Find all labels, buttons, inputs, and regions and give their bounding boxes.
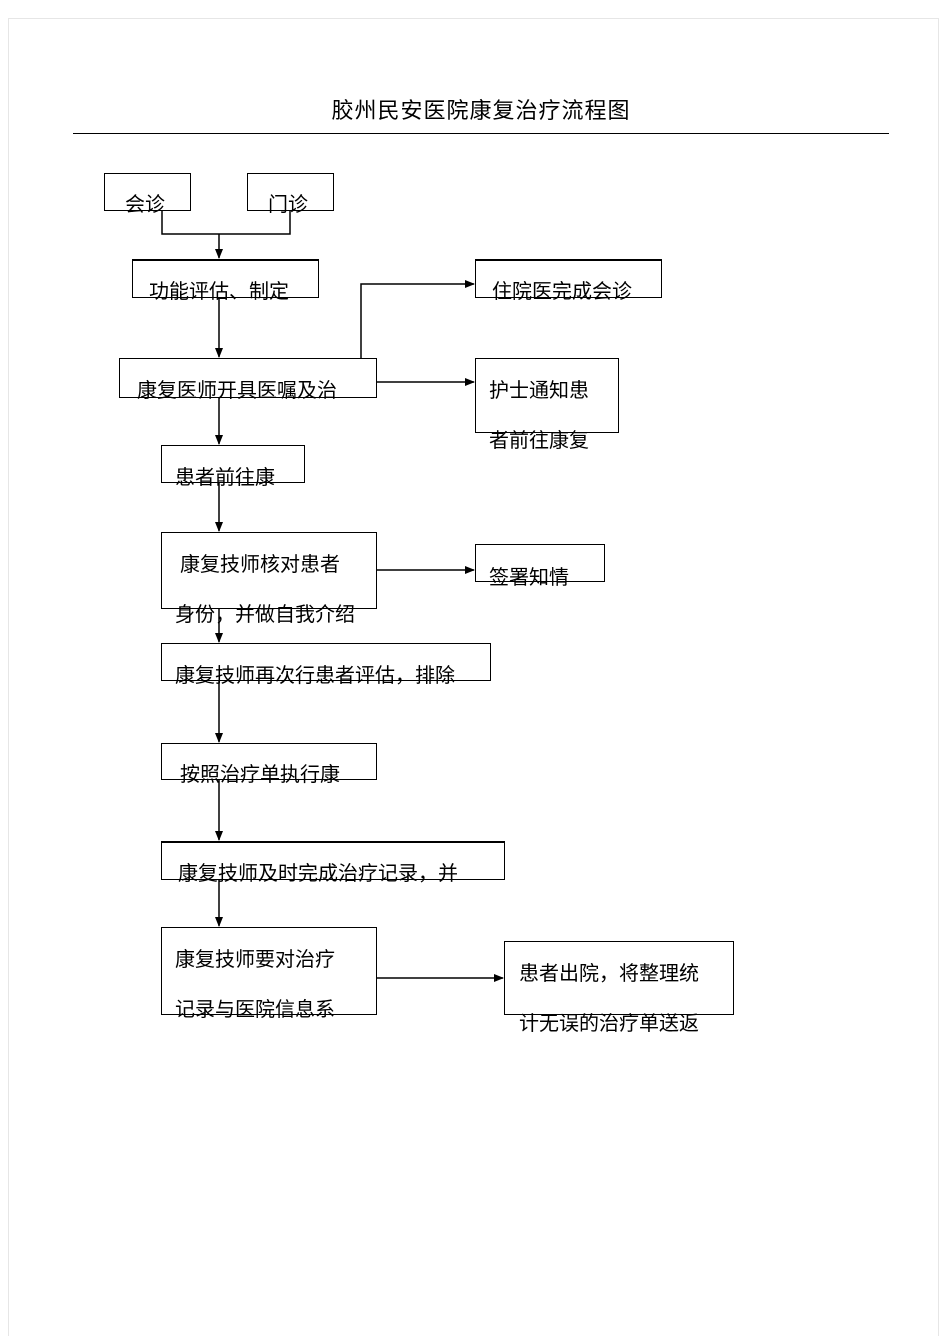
node-execute-label: 按照治疗单执行康 (180, 762, 340, 786)
connector-consult-merge (161, 210, 291, 235)
node-discharge-label-line1: 患者出院，将整理统 (519, 961, 699, 985)
node-execute-box (161, 743, 377, 780)
node-info-label-line1: 康复技师要对治疗 (175, 947, 335, 971)
node-outpatient-label: 门诊 (268, 192, 308, 216)
node-prescribe-label: 康复医师开具医嘱及治 (137, 378, 337, 402)
node-nurse-box (475, 358, 619, 433)
node-outpatient-box (247, 173, 334, 211)
node-info-label-line2: 记录与医院信息系 (175, 997, 335, 1021)
node-patient-go-box (161, 445, 305, 483)
node-sign-label: 签署知情 (489, 565, 569, 589)
page-title: 胶州民安医院康复治疗流程图 (331, 99, 631, 124)
node-resident-consult-box (475, 259, 662, 298)
page-border (8, 18, 939, 1336)
node-nurse-label-line2: 者前往康复 (489, 428, 589, 452)
node-resident-consult-label: 住院医完成会诊 (492, 279, 632, 303)
title-divider (73, 133, 889, 134)
node-consult-box (104, 173, 191, 211)
node-verify-box (161, 532, 377, 609)
node-record-label: 康复技师及时完成治疗记录，并 (178, 861, 458, 885)
node-verify-label-line1: 康复技师核对患者 (180, 552, 340, 576)
node-discharge-label-line2: 计无误的治疗单送返 (519, 1011, 699, 1035)
node-verify-label-line2: 身份，并做自我介绍 (175, 602, 355, 626)
node-sign-box (475, 544, 605, 582)
node-reassess-label: 康复技师再次行患者评估，排除 (175, 663, 455, 687)
node-consult-label: 会诊 (125, 192, 165, 216)
node-discharge-box (504, 941, 734, 1015)
node-patient-go-label: 患者前往康 (175, 465, 275, 489)
node-info-box (161, 927, 377, 1015)
arrow-to-resident-consult (360, 280, 475, 358)
node-assessment-label: 功能评估、制定 (149, 279, 289, 303)
node-record-box (161, 841, 505, 880)
node-nurse-label-line1: 护士通知患 (489, 378, 589, 402)
node-reassess-box (161, 643, 491, 681)
node-prescribe-box (119, 358, 377, 398)
node-assessment-box (132, 259, 319, 298)
